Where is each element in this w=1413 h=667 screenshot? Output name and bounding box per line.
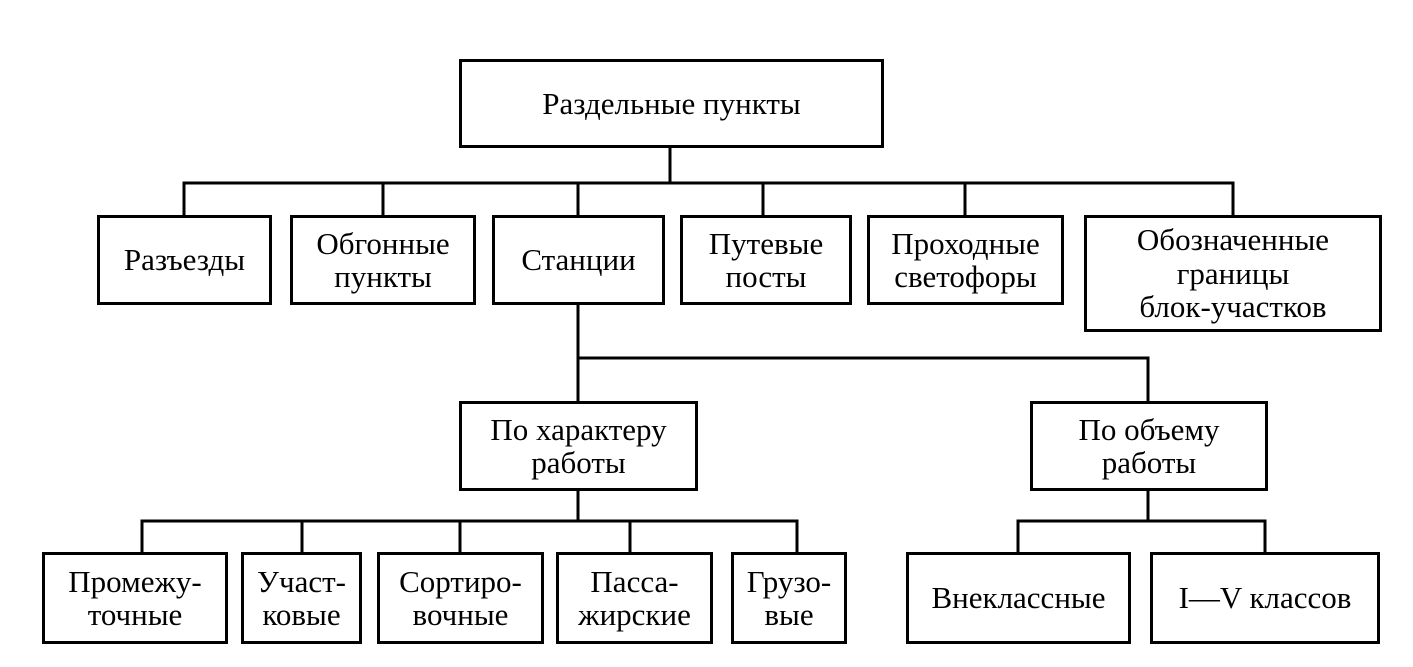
node-vneklassnye: Внеклассные xyxy=(906,552,1131,644)
node-razezdy: Разъезды xyxy=(97,215,272,305)
node-i-v-klassov: I—V классов xyxy=(1150,552,1380,644)
node-putevye-posty: Путевые посты xyxy=(680,215,852,305)
node-obgonnye-punkty: Обгонные пункты xyxy=(290,215,476,305)
node-razdelnye-punkty: Раздельные пункты xyxy=(459,59,884,148)
node-uchastkovye: Участ- ковые xyxy=(241,552,362,644)
node-prokhodnye-svetofory: Проходные светофоры xyxy=(867,215,1064,305)
node-sortirovochnye: Сортиро- вочные xyxy=(377,552,544,644)
node-stantsii: Станции xyxy=(492,215,665,305)
node-promezhutochnye: Промежу- точные xyxy=(42,552,228,644)
node-po-obemu-raboty: По объему работы xyxy=(1030,401,1268,491)
node-gruzovye: Грузо- вые xyxy=(731,552,847,644)
node-passazhirskie: Пасса- жирские xyxy=(556,552,713,644)
node-po-kharakteru-raboty: По характеру работы xyxy=(459,401,698,491)
node-oboznachennye-granitsy: Обозначенные границы блок-участков xyxy=(1084,215,1382,332)
